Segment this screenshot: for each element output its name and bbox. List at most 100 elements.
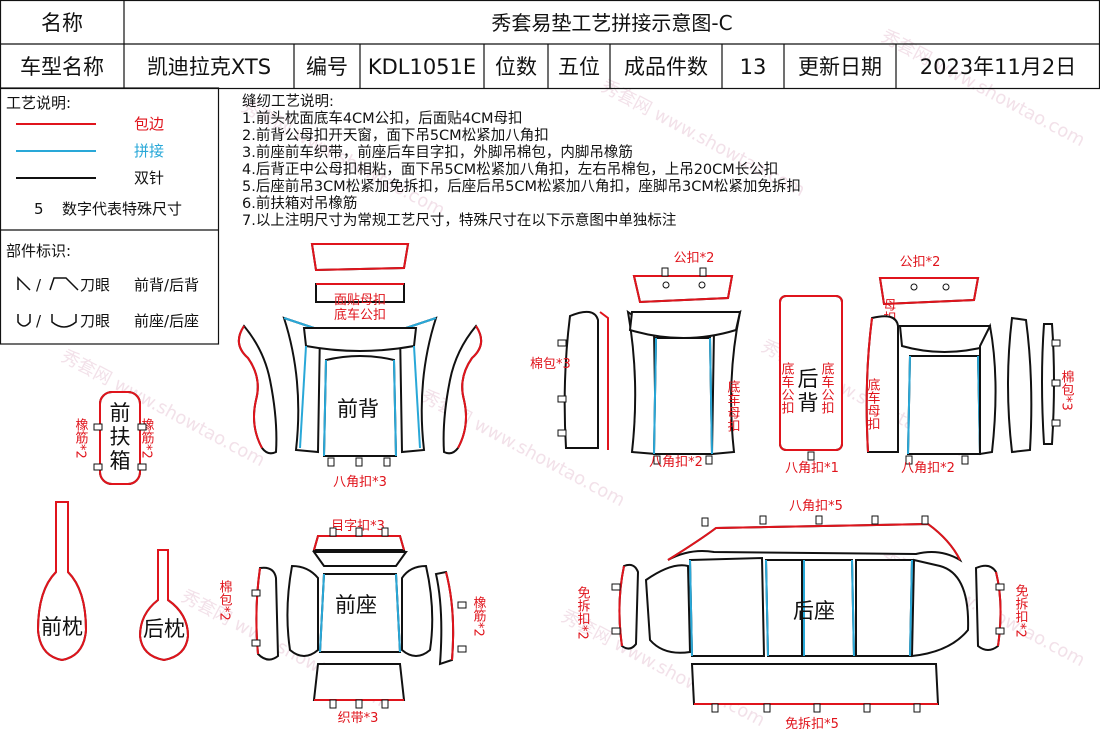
notch <box>995 627 1005 635</box>
notch <box>921 515 929 525</box>
rear-pillow-label: 后枕 <box>143 617 185 641</box>
cut-label-1: 刀眼 <box>80 276 110 294</box>
edge-trim <box>878 277 980 306</box>
front-back-side-right <box>398 316 438 454</box>
parts-title: 部件标识: <box>6 242 71 260</box>
notch <box>759 515 767 525</box>
front-seat-panel-r <box>401 564 434 657</box>
notch <box>705 455 713 465</box>
mid-top-note: 公扣*2 <box>674 251 715 266</box>
notch <box>863 703 871 713</box>
rear-back-right-note: 底车公扣 <box>819 361 835 414</box>
rear-back-left-note: 底车公扣 <box>779 361 795 414</box>
pieces-label: 成品件数 <box>624 55 708 79</box>
notch <box>653 455 661 465</box>
edge-trim <box>138 549 190 662</box>
edge-trim <box>779 295 843 451</box>
note-line: 5.后座前吊3CM松紧加免拆扣，后座后吊5CM松紧加八角扣，座脚吊3CM松紧加免… <box>242 178 801 195</box>
notch <box>251 639 261 647</box>
front-seat-bolster <box>312 551 408 567</box>
notch <box>137 463 147 471</box>
mid-back-cluster: 公扣*2 棉包*3 底车母扣 八角扣*2 <box>530 251 742 470</box>
seats-label: 位数 <box>495 55 537 79</box>
edge-trim <box>310 243 410 272</box>
front-seat-side-r <box>434 570 455 666</box>
rear-seat-top-note: 八角扣*5 <box>789 499 843 514</box>
notch <box>611 627 621 635</box>
front-seat-top-note: 目字扣*3 <box>331 519 385 534</box>
rear-seat-right-note: 免拆扣*2 <box>1013 584 1029 638</box>
rear-seat-label: 后座 <box>793 599 835 623</box>
cut-label-2: 刀眼 <box>80 312 110 330</box>
rear-seat-top-band <box>667 522 963 563</box>
mid-back-side-left <box>563 310 599 449</box>
front-seat-cluster: 目字扣*3 前座 棉包*2 橡筋*2 织带*3 <box>217 519 487 726</box>
front-back-head-top <box>310 243 410 272</box>
notch <box>355 527 363 537</box>
splice-seam <box>851 559 855 657</box>
armrest-label-1: 前 <box>110 401 131 425</box>
legend-box: 工艺说明: 包边 拼接 双针 5 数字代表特殊尺寸 部件标识: / 刀眼 前背/… <box>0 87 220 345</box>
edge-trim <box>36 501 88 662</box>
notch <box>813 703 821 713</box>
notch <box>557 395 567 403</box>
right-bottom-note: 八角扣*2 <box>901 461 955 476</box>
front-seat-right-note: 橡筋*2 <box>471 596 487 637</box>
splice-seam <box>907 355 911 455</box>
slash-2: / <box>36 312 42 330</box>
rear-seat-cluster: 八角扣*5 后座 免拆扣*2 免拆扣*2 <box>575 499 1029 732</box>
snap-icon <box>910 283 918 291</box>
rear-pillow: 后枕 <box>138 549 190 662</box>
notch <box>327 457 335 467</box>
mid-back-center <box>652 337 714 455</box>
cut-mark-back-icon <box>17 276 79 291</box>
front-back-bottom-note: 八角扣*3 <box>333 475 387 490</box>
notch <box>995 583 1005 591</box>
mid-left-note: 棉包*3 <box>530 357 571 372</box>
mid-back-panel-l <box>626 309 658 456</box>
notch <box>329 527 337 537</box>
splice-seam <box>709 337 713 455</box>
front-pillow-label: 前枕 <box>41 615 83 639</box>
right-mid-note: 底车母扣 <box>865 377 881 430</box>
splice-seam <box>299 345 307 449</box>
front-back-top-note2: 底车公扣 <box>334 307 386 323</box>
cut-mark-seat-icon <box>17 314 77 328</box>
update-label: 更新日期 <box>798 55 882 79</box>
notch <box>661 267 669 277</box>
front-seat-label: 前座 <box>335 593 377 617</box>
car-model-value: 凯迪拉克XTS <box>147 55 271 79</box>
rear-seat-panel-1 <box>688 556 766 657</box>
rear-back-piece: 后 背 底车公扣 底车公扣 八角扣*1 <box>779 295 843 476</box>
snap-icon <box>698 281 706 289</box>
splice-seam <box>653 337 657 455</box>
front-seat-bottom-band <box>312 663 406 701</box>
note-line: 6.前扶箱对吊橡筋 <box>242 195 357 212</box>
rear-back-label-1: 后 <box>798 367 819 391</box>
note-line: 3.前座前车织带，前座后车目字扣，外脚吊棉包，内脚吊橡筋 <box>242 144 633 161</box>
notch <box>383 457 391 467</box>
mid-back-panel-r <box>710 309 742 456</box>
rear-seat-panel-4 <box>855 559 914 657</box>
notch <box>381 699 389 709</box>
snap-icon <box>942 283 950 291</box>
car-model-label: 车型名称 <box>20 55 104 79</box>
armrest-label-3: 箱 <box>110 449 131 473</box>
front-seat-left-note: 棉包*2 <box>217 580 233 621</box>
edge-trim <box>445 571 455 661</box>
front-seat-top-band <box>312 535 406 551</box>
splice-seam <box>393 359 397 457</box>
legend-edge: 包边 <box>134 115 164 133</box>
front-seat-bottom-note: 织带*3 <box>338 711 379 726</box>
notch <box>381 527 389 537</box>
splice-seam <box>689 559 693 657</box>
right-side-note: 棉包*3 <box>1059 370 1075 411</box>
front-pillow: 前枕 <box>36 501 88 662</box>
update-date: 2023年11月2日 <box>920 55 1077 79</box>
mid-left-note: 棉包*3 <box>530 357 571 372</box>
splice-seam <box>319 573 325 653</box>
front-back-side-left <box>282 316 322 454</box>
notch <box>961 455 969 465</box>
rear-seat-outer-l <box>644 564 692 654</box>
